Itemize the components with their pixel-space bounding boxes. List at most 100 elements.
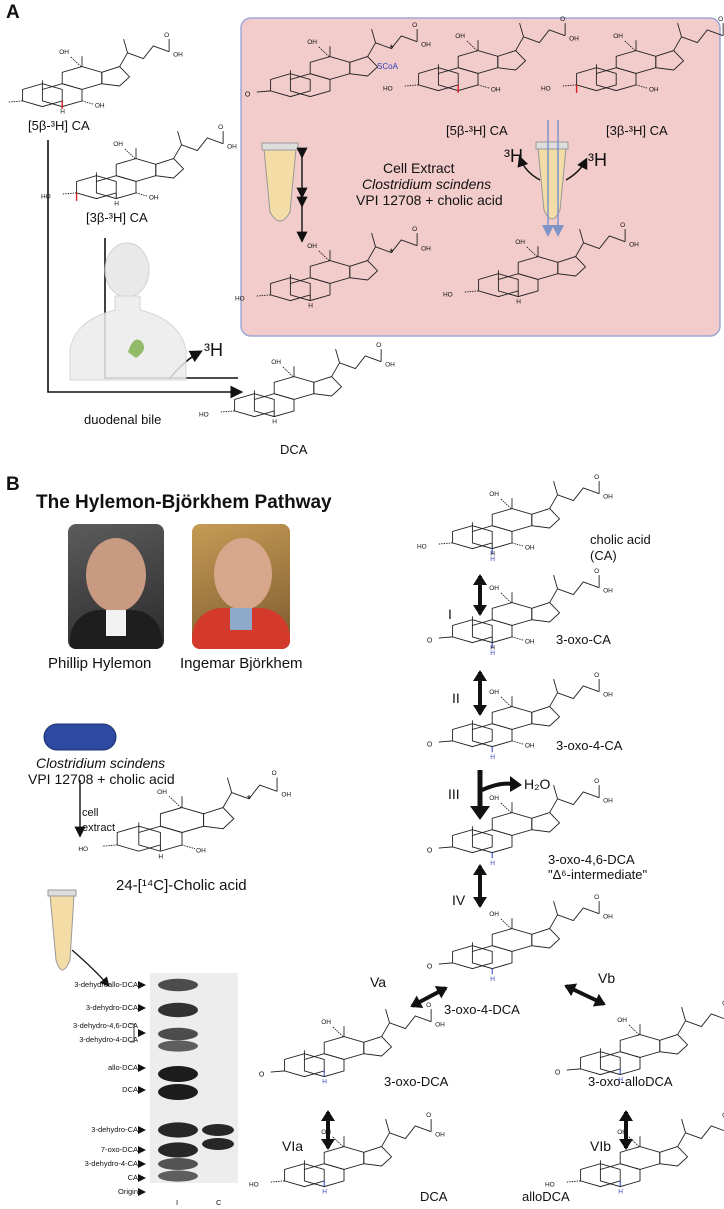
atom-label: OH	[196, 847, 206, 854]
atom-label: OH	[489, 911, 499, 918]
label-oxo-ca: 3-oxo-CA	[556, 632, 611, 647]
tlc-label: CA	[127, 1173, 138, 1182]
atom-label: OH	[489, 689, 499, 696]
atom-label: OH	[489, 795, 499, 802]
photo-bjorkhem	[192, 524, 290, 649]
atom-label: OH	[321, 1129, 331, 1136]
arrow-step-iv	[473, 864, 487, 908]
label-water: H₂O	[524, 776, 551, 792]
tlc-band-lane-i	[158, 1158, 198, 1170]
atom-label: H	[490, 860, 495, 867]
label-ca-3b: [3β-³H] CA	[86, 210, 148, 225]
box-extract-line3: VPI 12708 + cholic acid	[356, 192, 503, 208]
atom-label: OH	[281, 791, 291, 798]
label-oxo4-ca: 3-oxo-4-CA	[556, 738, 623, 753]
arrow-step-vb	[564, 983, 606, 1007]
atom-label: *	[389, 43, 394, 55]
label-oxo-dca: 3-oxo-DCA	[384, 1074, 449, 1089]
atom-label: O	[427, 848, 433, 855]
tlc-marker	[138, 1086, 146, 1094]
atom-label: OH	[491, 87, 501, 94]
atom-label: HO	[541, 86, 551, 93]
atom-label: O	[259, 1072, 265, 1079]
atom-label: OH	[307, 243, 317, 250]
human-figure-icon	[69, 242, 187, 381]
atom-label: H	[618, 1188, 623, 1195]
atom-label: OH	[59, 49, 69, 56]
tube-icon-a2	[535, 120, 569, 237]
atom-label: HO	[41, 194, 51, 201]
atom-label: OH	[95, 103, 105, 110]
atom-label: H	[516, 298, 521, 305]
arrow-step-vib	[619, 1110, 633, 1150]
atom-label: H	[60, 108, 65, 115]
atom-label: O	[594, 894, 599, 901]
box-tritium-arrow-2	[565, 157, 588, 181]
arrow-step-via	[321, 1110, 335, 1150]
arrow-step-ii	[473, 670, 487, 716]
tlc-band-lane-i	[158, 1122, 198, 1138]
atom-label: OH	[435, 1131, 445, 1138]
atom-label: OH	[569, 35, 579, 42]
atom-label: HO	[235, 296, 245, 303]
tlc-marker	[138, 1188, 146, 1196]
tlc-marker	[138, 1004, 146, 1012]
atom-label: OH	[603, 691, 613, 698]
atom-label: OH	[603, 493, 613, 500]
atom-label: HO	[199, 412, 209, 419]
atom-label: O	[427, 742, 433, 749]
box-extract-line1: Cell Extract	[383, 160, 455, 176]
arrow-step-va	[410, 986, 448, 1008]
label-ca-abbr: (CA)	[590, 548, 617, 563]
atom-label: OH	[603, 913, 613, 920]
tlc-marker	[138, 1160, 146, 1168]
atom-label: OH	[149, 195, 159, 202]
tlc-marker	[138, 1146, 146, 1154]
tlc-band-lane-i	[158, 1170, 198, 1182]
tlc-marker	[138, 981, 146, 989]
arrow-step-i	[473, 574, 487, 616]
atom-label: OH	[173, 51, 183, 58]
tlc-band-lane-i	[158, 1066, 198, 1082]
tlc-band-lane-i	[158, 1084, 198, 1100]
bacterium-icon	[43, 723, 117, 751]
atom-label: O	[426, 1112, 431, 1119]
tlc-label: 3-dehydroallo-DCA	[74, 980, 138, 989]
atom-label: OH	[629, 241, 639, 248]
cell-extract-box	[240, 17, 721, 337]
atom-label: O	[722, 1112, 724, 1119]
atom-label: H	[322, 1078, 327, 1085]
atom-label: O	[426, 1002, 431, 1009]
atom-label: O	[594, 568, 599, 575]
atom-label: OH	[385, 361, 395, 368]
tlc-marker	[138, 1174, 146, 1182]
atom-label: O	[272, 770, 277, 777]
tlc-label: 3-dehydro-CA	[91, 1125, 138, 1134]
label-oxo46: 3-oxo-4,6-DCA	[548, 852, 635, 867]
tlc-lane-label: C	[216, 1198, 222, 1207]
atom-label: O	[427, 964, 433, 971]
tlc-bracket	[130, 1023, 135, 1043]
tlc-band-lane-i	[158, 1142, 198, 1158]
atom-label: OH	[525, 743, 535, 750]
label-oxo4-dca: 3-oxo-4-DCA	[444, 1002, 520, 1017]
atom-label: HO	[417, 544, 427, 551]
atom-label: H	[490, 976, 495, 983]
atom-label: H	[158, 854, 163, 861]
photo-hylemon	[68, 524, 164, 649]
tlc-label: 3-dehydro-4,6-DCA	[72, 1021, 138, 1030]
tlc-marker	[138, 1126, 146, 1134]
atom-label: OH	[649, 87, 659, 94]
step-vib: VIb	[590, 1138, 612, 1154]
atom-label: OH	[489, 585, 499, 592]
tlc-label: 3-dehydro-4-CA	[84, 1159, 138, 1168]
tlc-band-lane-c	[202, 1138, 234, 1150]
atom-label: O	[376, 342, 381, 349]
label-dca-a: DCA	[280, 442, 308, 457]
label-allo: alloDCA	[522, 1189, 570, 1204]
atom-label: H	[618, 1076, 623, 1083]
